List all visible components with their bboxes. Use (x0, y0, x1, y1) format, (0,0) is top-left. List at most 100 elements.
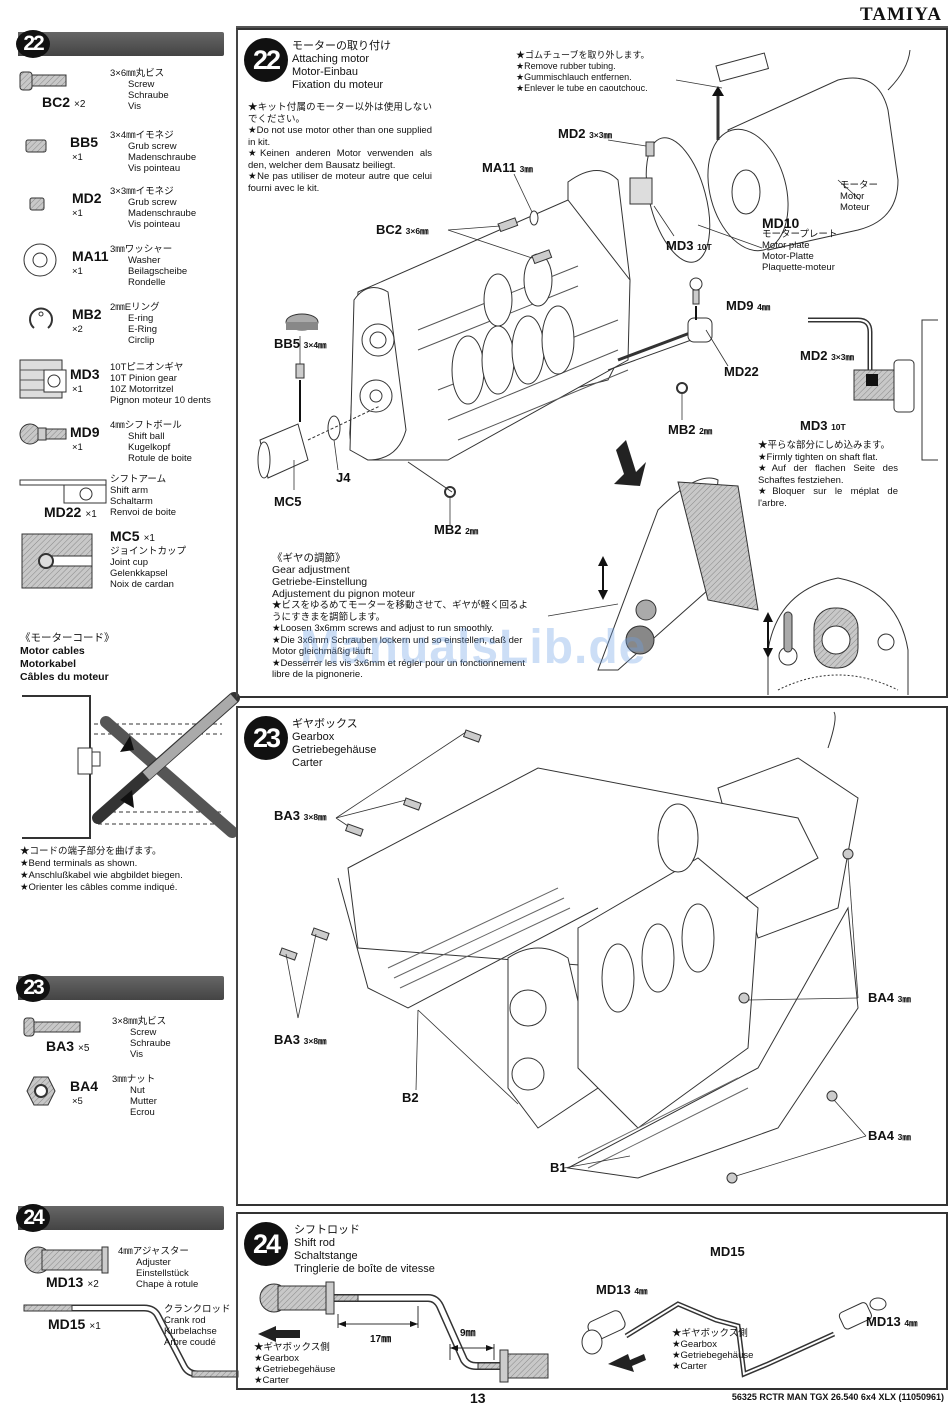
sidebar-step-23-header: 23 (16, 974, 224, 1002)
md10-code: MD10 (762, 215, 800, 231)
part-code: MD9 (70, 424, 100, 440)
label-b2: B2 (402, 1090, 419, 1105)
part-name-en: Nut (130, 1085, 145, 1096)
part-name-ja: シフトアーム (110, 474, 167, 485)
part-name-en: E-ring (128, 313, 154, 324)
title-de: Schaltstange (294, 1250, 358, 1262)
pinion-gear-icon (19, 359, 67, 399)
note-de: ★Getriebegehäuse (254, 1364, 336, 1375)
warning-fr: ★Ne pas utiliser de moteur autre que cel… (248, 171, 432, 194)
part-name-en: Grub screw (128, 141, 177, 152)
step-title: シフトロッド Shift rod Schaltstange Tringlerie… (294, 1224, 435, 1276)
part-qty: ×5 (72, 1096, 83, 1107)
part-mc5: MC5×1 ジョイントカップ Joint cup Gelenkkapsel No… (14, 528, 236, 590)
part-code: BC2 (42, 94, 71, 110)
title-en: Gearbox (292, 731, 335, 743)
step-24-panel: 24 シフトロッド Shift rod Schaltstange Tringle… (236, 1212, 948, 1390)
part-code: MC5 (110, 528, 140, 544)
md10-fr: Plaquette-moteur (762, 262, 835, 273)
part-name-ja: クランクロッド (164, 1304, 231, 1315)
gear-note-en: ★Loosen 3x6mm screws and adjust to run s… (272, 623, 494, 634)
part-name-fr: Vis (130, 1049, 144, 1060)
part-code: MA11 (72, 248, 109, 264)
part-ba3: BA3×5 3×8㎜丸ビス Screw Schraube Vis (14, 1012, 236, 1068)
note-en: ★Gearbox (672, 1339, 717, 1350)
part-name-ja: 4㎜シフトボール (110, 420, 182, 431)
part-name-fr: Vis pointeau (128, 163, 181, 174)
label-mb2-right: MB2 2㎜ (668, 422, 713, 437)
sidebar-step-22-header: 22 (16, 30, 224, 58)
gear-note-de: ★Die 3x6mm Schrauben lockern und so eins… (272, 634, 523, 658)
title-fr: Tringlerie de boîte de vitesse (294, 1263, 435, 1275)
part-qty: ×1 (72, 208, 83, 219)
label-ba4-bottom: BA4 3㎜ (868, 1128, 911, 1143)
note-ja: ★ギヤボックス側 (672, 1328, 748, 1339)
part-name-ja: 3×6㎜丸ビス (110, 68, 165, 79)
label-ba3-top: BA3 3×8㎜ (274, 808, 327, 823)
title-ja: モーターの取り付け (292, 40, 391, 52)
part-md22: MD22×1 シフトアーム Shift arm Schaltarm Renvoi… (14, 472, 236, 528)
label-md13-right: MD13 4㎜ (866, 1314, 918, 1329)
title-en: Attaching motor (292, 53, 370, 65)
shaft-flat-notes: ★平らな部分にしめ込みます。 ★Firmly tighten on shaft … (758, 440, 898, 509)
motor-cables-heading: 《モーターコード》 Motor cables Motorkabel Câbles… (20, 632, 115, 684)
part-qty: ×1 (72, 384, 83, 395)
part-name-de: Mutter (130, 1096, 157, 1107)
title-ja: ギヤボックス (292, 718, 358, 730)
part-md2: MD2 ×1 3×3㎜イモネジ Grub screw Madenschraube… (14, 178, 236, 234)
step-number-badge: 22 (16, 30, 50, 58)
motor-label-en: Motor (840, 191, 865, 202)
motor-plate (645, 137, 711, 263)
part-name-fr: Rondelle (128, 277, 166, 288)
part-name-ja: ジョイントカップ (110, 546, 187, 557)
title-fr: Fixation du moteur (292, 79, 384, 91)
part-code: MD2 (72, 190, 102, 206)
part-code: MD22 (44, 504, 82, 520)
page-number: 13 (470, 1390, 486, 1406)
gearbox-assembly-drawing (257, 49, 938, 695)
motor-cables-de: Motorkabel (20, 658, 77, 670)
part-code: MB2 (72, 306, 102, 322)
part-name-ja: 4㎜アジャスター (118, 1246, 189, 1257)
dimension-9mm: 9㎜ (460, 1328, 476, 1339)
label-md3: MD3 10T (666, 238, 712, 253)
product-code: 56325 RCTR MAN TGX 26.540 6x4 XLX (11050… (731, 1392, 944, 1402)
grub-screw-icon (29, 197, 45, 211)
shift-rod-drawing (258, 1281, 887, 1383)
shift-ball-icon (19, 423, 67, 445)
part-name-ja: 3×3㎜イモネジ (110, 186, 174, 197)
label-b1: B1 (550, 1160, 567, 1175)
part-code: BA3 (46, 1038, 75, 1054)
title-en: Shift rod (294, 1237, 335, 1249)
part-name-ja: 2㎜Eリング (110, 302, 160, 313)
part-name-de: 10Z Motorritzel (110, 384, 174, 395)
dimension-17mm: 17㎜ (370, 1334, 392, 1345)
step-number-badge: 23 (244, 716, 288, 760)
label-md13-left: MD13 4㎜ (596, 1282, 648, 1297)
note-en: ★Firmly tighten on shaft flat. (758, 451, 878, 463)
label-bb5: BB5 3×4㎜ (274, 336, 327, 351)
note-fr: ★Carter (254, 1375, 289, 1386)
label-mb2-bottom: MB2 2㎜ (434, 522, 479, 537)
part-md15: MD15×1 クランクロッド Crank rod Kurbelachse Arb… (14, 1300, 239, 1400)
gearbox-side-note-left: ★ギヤボックス側 ★Gearbox ★Getriebegehäuse ★Cart… (254, 1342, 335, 1386)
part-name-ja: 3㎜ナット (112, 1074, 156, 1085)
part-name-en: Adjuster (136, 1257, 171, 1268)
part-name-de: Kurbelachse (164, 1326, 217, 1337)
note-de: ★Auf der flachen Seite des Schaftes fest… (758, 463, 898, 486)
rubber-tube (715, 52, 770, 83)
part-code: MD13 (46, 1274, 84, 1290)
step-number-badge: 22 (244, 38, 288, 82)
part-name-fr: Pignon moteur 10 dents (110, 395, 211, 406)
part-ma11: MA11 ×1 3㎜ワッシャー Washer Beilagscheibe Ron… (14, 236, 236, 292)
gearbox-side-note-right: ★ギヤボックス側 ★Gearbox ★Getriebegehäuse ★Cart… (672, 1328, 753, 1372)
header-rule (236, 26, 948, 29)
detail-label-md2: MD2 3×3㎜ (800, 348, 854, 363)
gear-adjust-en: Gear adjustment (272, 564, 350, 576)
part-qty: ×2 (72, 324, 83, 335)
md10-en: Motor plate (762, 240, 810, 251)
gear-adjust-ja: 《ギヤの調節》 (272, 552, 346, 564)
note-ja: ★ギヤボックス側 (254, 1342, 330, 1353)
motor-label-ja: モーター (840, 180, 879, 191)
part-name-fr: Vis pointeau (128, 219, 181, 230)
